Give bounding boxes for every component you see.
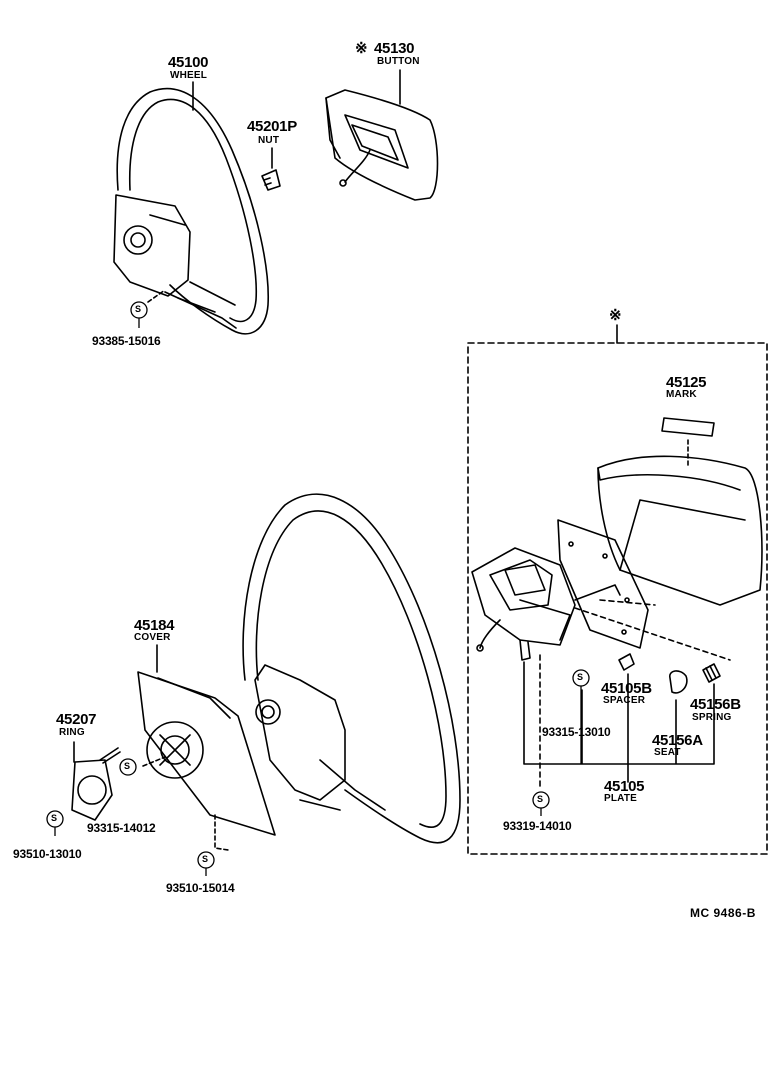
screw-icon-93315-14012 <box>119 758 137 776</box>
horn-button <box>325 89 439 201</box>
spring-part <box>702 663 721 683</box>
button-mark: ※ <box>355 40 368 57</box>
seat-part <box>669 670 688 694</box>
nut-name: NUT <box>258 135 280 146</box>
spacer-name: SPACER <box>603 695 646 706</box>
column-cover <box>137 671 276 836</box>
spacer-number: 45105B <box>601 680 652 697</box>
screw-label-93319-14010: S <box>537 794 544 804</box>
leader-93510-15014 <box>214 814 229 851</box>
screw-number-93385: 93385-15016 <box>92 334 161 348</box>
screw-number-93315-13010: 93315-13010 <box>542 725 611 739</box>
pad-cover <box>597 455 763 606</box>
seat-number: 45156A <box>652 732 703 749</box>
mark-name: MARK <box>666 389 697 400</box>
wheel-name: WHEEL <box>170 70 208 81</box>
screw-label-93510-15014: S <box>202 854 209 864</box>
cover-number: 45184 <box>134 617 175 634</box>
screw-number-93319-14010: 93319-14010 <box>503 819 572 833</box>
nut-part <box>261 169 281 191</box>
plate-assembly <box>471 519 649 661</box>
assembly-mark: ※ <box>609 307 622 324</box>
plate-number: 45105 <box>604 778 645 795</box>
spacer-part <box>618 653 635 671</box>
leader-93385 <box>147 289 166 303</box>
steering-wheel-upper <box>113 87 270 335</box>
wheel-number: 45100 <box>168 54 209 71</box>
drawing-code: MC 9486-B <box>690 906 756 920</box>
screw-number-93510-15014: 93510-15014 <box>166 881 235 895</box>
spring-number: 45156B <box>690 696 741 713</box>
button-name: BUTTON <box>377 56 420 67</box>
ring-name: RING <box>59 727 85 738</box>
seat-name: SEAT <box>654 747 681 758</box>
steering-wheel-lower <box>242 493 461 844</box>
leader-93315-14012 <box>142 756 166 767</box>
mark-part <box>661 417 715 437</box>
dashed-guides <box>539 599 731 791</box>
screw-number-93315-14012: 93315-14012 <box>87 821 156 835</box>
ring-number: 45207 <box>56 711 97 728</box>
nut-number: 45201P <box>247 118 297 135</box>
plate-name: PLATE <box>604 793 638 804</box>
mark-number: 45125 <box>666 374 707 391</box>
screw-label-93385: S <box>135 304 142 314</box>
screw-number-93510-13010: 93510-13010 <box>13 847 82 861</box>
plate-bracket <box>523 661 715 783</box>
cover-name: COVER <box>134 632 171 643</box>
ring-part <box>71 747 121 821</box>
screw-label-93510-13010: S <box>51 813 58 823</box>
button-number: 45130 <box>374 40 415 57</box>
screw-label-93315-13010: S <box>577 672 584 682</box>
screw-label-93315-14012: S <box>124 761 131 771</box>
spring-name: SPRING <box>692 712 732 723</box>
